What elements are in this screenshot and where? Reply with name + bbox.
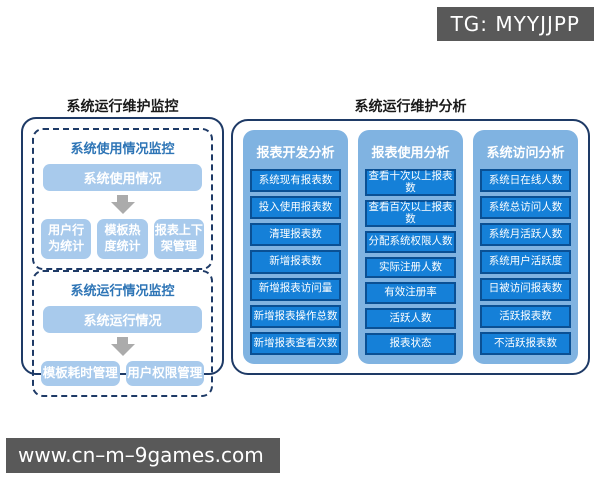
- analysis-item: 系统日在线人数: [480, 169, 571, 193]
- analysis-item: 活跃人数: [365, 307, 456, 330]
- analysis-item: 系统现有报表数: [250, 169, 341, 193]
- node-report-shelf-management: 报表上下 架管理: [153, 219, 204, 259]
- arrow-stem: [117, 337, 128, 344]
- node-template-heat-stats: 模板热 度统计: [97, 219, 148, 259]
- analysis-item: 有效注册率: [365, 282, 456, 304]
- analysis-item: 查看百次以上报表数: [365, 200, 456, 228]
- column-report-usage-analysis: 报表使用分析 查看十次以上报表数 查看百次以上报表数 分配系统权限人数 实际注册…: [358, 130, 463, 364]
- analysis-item: 新增报表数: [250, 250, 341, 274]
- arrow-head: [110, 344, 135, 356]
- column-header: 系统访问分析: [486, 146, 565, 161]
- analysis-item: 分配系统权限人数: [365, 231, 456, 253]
- analysis-item: 新增报表访问量: [250, 277, 341, 301]
- runtime-children-row: 模板耗时管理 用户权限管理: [41, 361, 204, 386]
- column-header: 报表开发分析: [256, 146, 335, 161]
- runtime-monitor-title: 系统运行情况监控: [70, 284, 175, 299]
- column-header: 报表使用分析: [371, 146, 450, 161]
- analysis-item: 日被访问报表数: [480, 277, 571, 301]
- tg-watermark-badge: TG: MYYJJPP: [436, 7, 594, 41]
- url-watermark-badge: www.cn–m–9games.com: [6, 438, 280, 473]
- column-report-development-analysis: 报表开发分析 系统现有报表数 投入使用报表数 清理报表数 新增报表数 新增报表访…: [243, 130, 348, 364]
- analysis-section-title: 系统运行维护分析: [354, 99, 467, 115]
- analysis-item: 新增报表操作总数: [250, 304, 341, 328]
- analysis-item: 新增报表查看次数: [250, 331, 341, 355]
- arrow-stem: [117, 195, 128, 202]
- down-arrow-icon: [110, 195, 135, 214]
- analysis-item: 报表状态: [365, 333, 456, 355]
- usage-main-node: 系统使用情况: [43, 164, 202, 191]
- analysis-item: 实际注册人数: [365, 256, 456, 279]
- arrow-head: [110, 202, 135, 214]
- analysis-item: 不活跃报表数: [480, 331, 571, 355]
- monitor-panel: 系统使用情况监控 系统使用情况 用户行 为统计 模板热 度统计 报表上下 架管理…: [21, 117, 224, 397]
- analysis-item: 清理报表数: [250, 223, 341, 247]
- analysis-item: 系统用户活跃度: [480, 250, 571, 274]
- analysis-item: 系统总访问人数: [480, 196, 571, 220]
- usage-monitor-group: 系统使用情况监控 系统使用情况 用户行 为统计 模板热 度统计 报表上下 架管理: [32, 128, 213, 270]
- node-template-time-management: 模板耗时管理: [41, 361, 120, 386]
- analysis-item: 投入使用报表数: [250, 196, 341, 220]
- monitor-section-title: 系统运行维护监控: [66, 99, 179, 115]
- analysis-item: 系统月活跃人数: [480, 223, 571, 247]
- analysis-panel: 报表开发分析 系统现有报表数 投入使用报表数 清理报表数 新增报表数 新增报表访…: [231, 119, 590, 375]
- usage-children-row: 用户行 为统计 模板热 度统计 报表上下 架管理: [41, 219, 204, 259]
- runtime-monitor-group: 系统运行情况监控 系统运行情况 模板耗时管理 用户权限管理: [32, 270, 213, 397]
- analysis-item: 活跃报表数: [480, 304, 571, 328]
- node-user-permission-management: 用户权限管理: [125, 361, 204, 386]
- runtime-main-node: 系统运行情况: [43, 306, 202, 333]
- node-user-behavior-stats: 用户行 为统计: [41, 219, 92, 259]
- column-system-access-analysis: 系统访问分析 系统日在线人数 系统总访问人数 系统月活跃人数 系统用户活跃度 日…: [473, 130, 578, 364]
- usage-monitor-title: 系统使用情况监控: [70, 142, 175, 157]
- analysis-item: 查看十次以上报表数: [365, 169, 456, 197]
- down-arrow-icon: [110, 337, 135, 356]
